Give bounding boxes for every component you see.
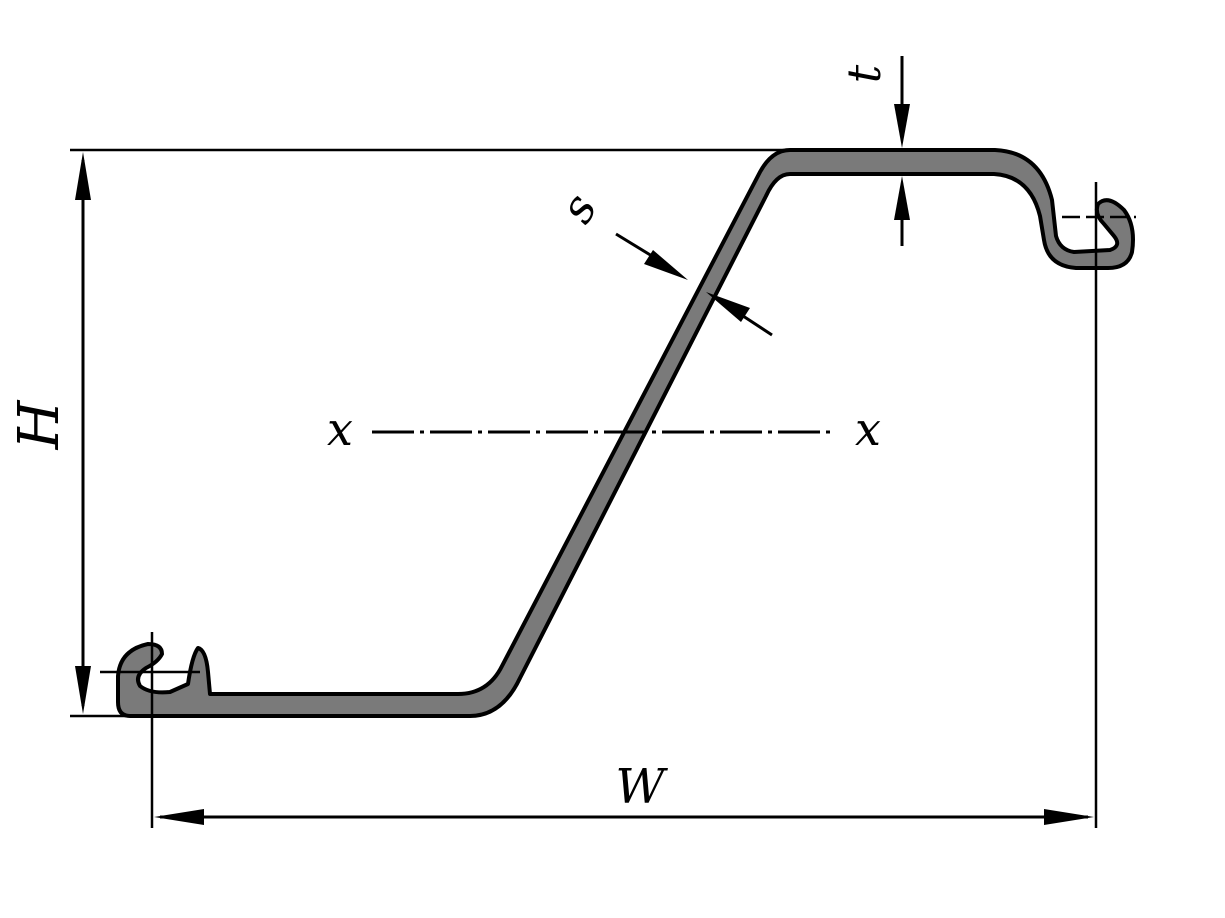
width-arrow-right bbox=[1044, 809, 1094, 825]
web-thickness-arrow-upper bbox=[644, 250, 688, 280]
height-label: H bbox=[7, 399, 72, 450]
height-arrow-top bbox=[75, 152, 91, 200]
flange-thickness-arrow-top bbox=[894, 104, 910, 148]
web-thickness-line-lower bbox=[739, 312, 773, 337]
height-arrow-bottom bbox=[75, 666, 91, 714]
web-thickness-arrow-lower bbox=[706, 292, 750, 322]
flange-thickness-arrow-bottom bbox=[894, 176, 910, 220]
neutral-axis-label-left: x bbox=[327, 402, 353, 456]
width-arrow-left bbox=[154, 809, 204, 825]
width-label: W bbox=[615, 759, 668, 815]
web-thickness-label: s bbox=[549, 184, 608, 231]
flange-thickness-label: t bbox=[837, 64, 891, 83]
neutral-axis-label-right: x bbox=[855, 402, 881, 456]
web-thickness-line-upper bbox=[615, 232, 653, 258]
